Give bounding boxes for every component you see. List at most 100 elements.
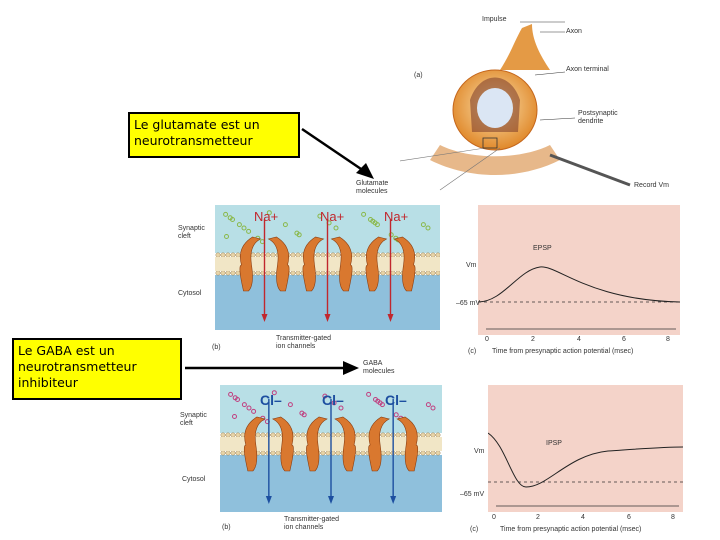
lipid-head: [270, 270, 276, 276]
lipid-head: [270, 252, 276, 258]
lipid-head: [315, 252, 321, 258]
lipid-head: [425, 252, 431, 258]
transmitter-molecule: [393, 412, 399, 418]
lipid-head: [295, 450, 301, 456]
panel-c-label: (c): [470, 526, 479, 533]
lipid-head: [300, 450, 306, 456]
lipid-head: [235, 252, 241, 258]
lipid-head: [315, 270, 321, 276]
transmitter-molecule: [266, 210, 272, 216]
vm-label: Vm: [466, 262, 477, 269]
lipid-head: [330, 252, 336, 258]
epsp-membrane-panel: [215, 205, 441, 330]
lipid-head: [355, 450, 361, 456]
lipid-head: [430, 432, 436, 438]
potential-trace: [487, 432, 684, 488]
transmitter-molecule: [246, 228, 252, 234]
lipid-head: [220, 432, 226, 438]
transmitter-molecule: [430, 405, 436, 411]
ion-channel: [365, 219, 416, 322]
synaptic-cleft-label: Synaptic cleft: [178, 225, 205, 240]
ion-flow-arrowhead: [324, 314, 331, 322]
transmitter-molecule: [246, 405, 252, 411]
ion-flow-arrowhead: [261, 314, 268, 322]
lipid-head: [435, 252, 441, 258]
lipid-head: [360, 270, 366, 276]
lipid-head: [270, 450, 276, 456]
epsp-peak-label: EPSP: [533, 245, 552, 252]
callout-arrow-1: [301, 127, 374, 179]
ion-flow-arrowhead: [265, 496, 272, 504]
transmitter-molecule: [333, 225, 339, 231]
lipid-head: [395, 252, 401, 258]
lipid-head: [415, 270, 421, 276]
lipid-head: [360, 432, 366, 438]
lipid-head: [390, 252, 396, 258]
transmitter-molecule: [425, 225, 431, 231]
lipid-head: [385, 270, 391, 276]
epsp-graph: [477, 205, 681, 335]
lipid-head: [270, 432, 276, 438]
lipid-head: [335, 252, 341, 258]
neuron-illustration: [209, 10, 720, 200]
lipid-head: [320, 270, 326, 276]
glutamate-molecules-label: Glutamate molecules: [356, 180, 389, 195]
lipid-head: [390, 270, 396, 276]
transmitter-molecule: [224, 234, 229, 239]
lipid-head: [235, 450, 241, 456]
panel-c-label: (c): [468, 348, 477, 355]
label-record: Record Vm: [634, 182, 670, 189]
label-axon-terminal: Axon terminal: [566, 66, 609, 73]
cytosol-label: Cytosol: [178, 290, 202, 297]
lipid-head: [320, 432, 326, 438]
baseline-label: –65 mV: [456, 300, 481, 307]
x-tick: 8: [671, 514, 675, 521]
channels-label: Transmitter-gated ion channels: [284, 516, 339, 531]
na-ion-label: Na+: [384, 209, 409, 224]
lipid-head: [430, 270, 436, 276]
lipid-head: [325, 432, 331, 438]
lipid-head: [220, 450, 226, 456]
lipid-head: [420, 252, 426, 258]
panel-b-label: (b): [212, 344, 221, 351]
synaptic-cleft-label: Synaptic cleft: [180, 412, 207, 427]
transmitter-molecule: [370, 218, 376, 224]
transmitter-molecule: [425, 402, 431, 408]
lipid-head: [295, 270, 301, 276]
transmitter-molecule: [322, 393, 328, 399]
transmitter-molecule: [235, 397, 240, 402]
lipid-head: [265, 270, 271, 276]
lipid-head: [235, 432, 241, 438]
ion-channel: [243, 399, 294, 504]
lipid-head: [420, 270, 426, 276]
lipid-head: [400, 432, 406, 438]
lipid-head: [250, 252, 256, 258]
cytosol-label: Cytosol: [182, 476, 206, 483]
lipid-head: [320, 252, 326, 258]
lipid-head: [225, 270, 231, 276]
lipid-head: [395, 450, 401, 456]
transmitter-molecule: [230, 217, 235, 222]
lipid-head: [415, 252, 421, 258]
lipid-head: [290, 270, 296, 276]
lipid-head: [230, 432, 236, 438]
lipid-head: [230, 252, 236, 258]
lipid-head: [265, 432, 271, 438]
lipid-head: [215, 270, 221, 276]
transmitter-molecule: [331, 400, 337, 406]
potential-trace: [477, 266, 681, 303]
lipid-head: [425, 270, 431, 276]
lipid-head: [225, 432, 231, 438]
channels-label: Transmitter-gated ion channels: [276, 335, 331, 350]
x-tick: 6: [627, 514, 631, 521]
lipid-head: [290, 252, 296, 258]
lipid-head: [255, 270, 261, 276]
ipsp-peak-label: IPSP: [546, 440, 562, 447]
ion-channel: [306, 399, 356, 504]
x-axis-label: Time from presynaptic action potential (…: [492, 348, 634, 355]
x-axis-label: Time from presynaptic action potential (…: [500, 526, 642, 533]
glutamate-callout: Le glutamate est un neurotransmetteur: [128, 112, 300, 158]
transmitter-molecule: [228, 391, 234, 397]
transmitter-molecule: [361, 211, 367, 217]
lipid-head: [360, 252, 366, 258]
